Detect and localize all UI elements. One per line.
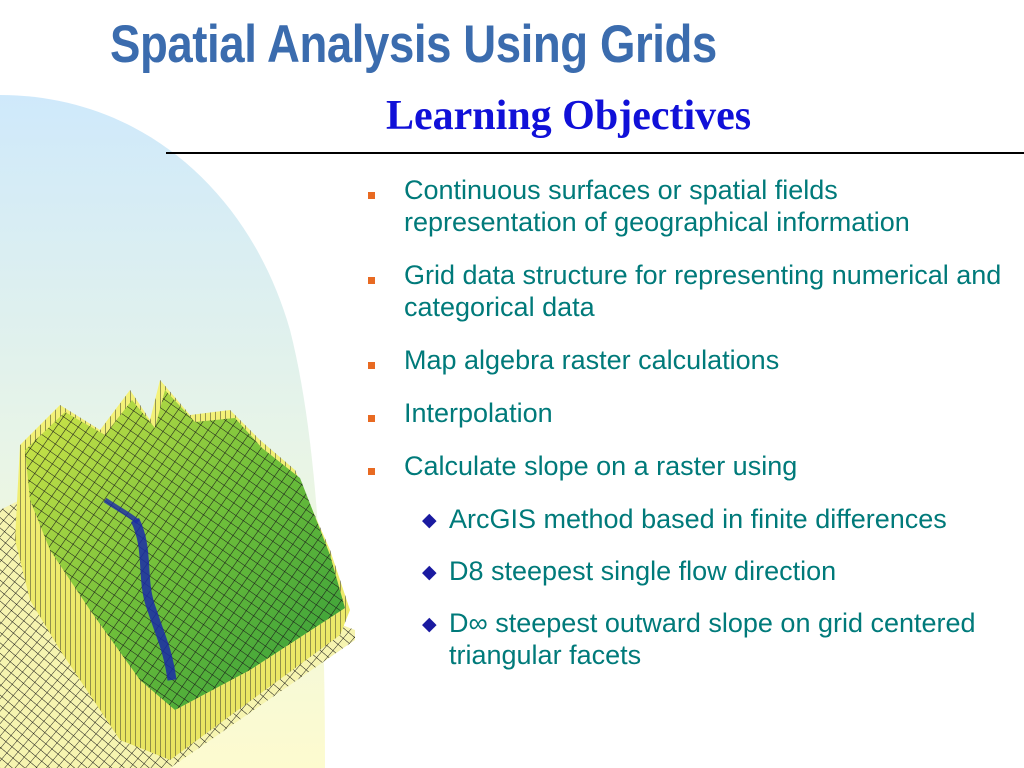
terrain-mesh-illustration <box>0 380 355 768</box>
orange-square-bullet-icon <box>368 468 375 475</box>
diamond-bullet-icon: ◆ <box>422 510 437 531</box>
diamond-bullet-icon: ◆ <box>422 614 437 635</box>
list-item: Continuous surfaces or spatial fields re… <box>364 174 1014 238</box>
orange-square-bullet-icon <box>368 362 375 369</box>
orange-square-bullet-icon <box>368 415 375 422</box>
list-subitem: ◆ D8 steepest single flow direction <box>364 555 1014 587</box>
orange-square-bullet-icon <box>368 277 375 284</box>
list-item: Grid data structure for representing num… <box>364 259 1014 323</box>
slide-title: Spatial Analysis Using Grids <box>110 15 717 74</box>
list-item-text: Grid data structure for representing num… <box>404 260 1002 322</box>
diamond-bullet-icon: ◆ <box>422 562 437 583</box>
list-item-text: Continuous surfaces or spatial fields re… <box>404 175 910 237</box>
list-item: Interpolation <box>364 397 1014 429</box>
orange-square-bullet-icon <box>368 192 375 199</box>
list-item-text: Calculate slope on a raster using <box>404 451 798 481</box>
objectives-list: Continuous surfaces or spatial fields re… <box>364 174 1014 691</box>
slide-subtitle: Learning Objectives <box>386 93 752 139</box>
list-item: Map algebra raster calculations <box>364 344 1014 376</box>
title-divider <box>166 152 1024 154</box>
list-subitem: ◆ ArcGIS method based in finite differen… <box>364 503 1014 535</box>
list-item-text: Map algebra raster calculations <box>404 345 780 375</box>
list-subitem-text: ArcGIS method based in finite difference… <box>449 504 947 534</box>
list-subitem-text: D8 steepest single flow direction <box>449 556 837 586</box>
list-subitem: ◆ D∞ steepest outward slope on grid cent… <box>364 607 1014 671</box>
list-subitem-text: D∞ steepest outward slope on grid center… <box>449 608 976 670</box>
list-item-text: Interpolation <box>404 398 553 428</box>
list-item: Calculate slope on a raster using <box>364 450 1014 482</box>
